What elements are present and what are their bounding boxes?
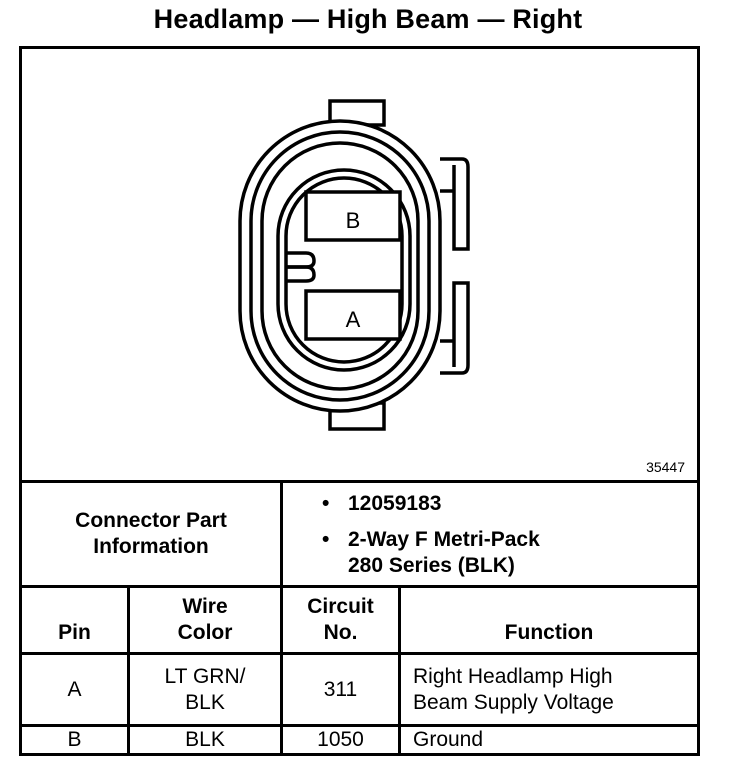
polarizing-key-lower	[286, 265, 316, 283]
divider-col-info	[280, 483, 283, 753]
row-a-wire-color: LT GRN/ BLK	[164, 664, 246, 714]
divider-header	[22, 652, 697, 655]
lock-bracket-upper	[440, 157, 470, 251]
divider-row-a	[22, 724, 697, 727]
reference-number: 35447	[646, 459, 685, 475]
header-function: Function	[504, 621, 594, 644]
row-b-function: Ground	[413, 728, 484, 751]
lock-bracket-lower	[440, 281, 470, 375]
connector-ring-3	[260, 141, 420, 391]
bullet-part-number: • 12059183	[322, 492, 442, 515]
connector-cavity-inner	[284, 176, 404, 364]
divider-info	[22, 585, 697, 588]
diagram-title: Headlamp — High Beam — Right	[153, 4, 583, 34]
connector-info-label: Connector Part Information	[75, 509, 227, 558]
row-b-pin: B	[67, 728, 82, 751]
header-circuit-no: Circuit No.	[307, 595, 374, 644]
bullet-connector-series: • 2-Way F Metri-Pack 280 Series (BLK)	[322, 528, 540, 577]
divider-drawing	[22, 480, 697, 483]
connector-cavity-outline	[276, 168, 412, 372]
row-a-circuit: 311	[323, 677, 358, 701]
header-pin: Pin	[58, 621, 91, 644]
header-wire-color: Wire Color	[177, 595, 233, 644]
row-b-wire-color: BLK	[185, 728, 225, 751]
cavity-b-label: B	[346, 208, 361, 233]
cavity-a-label: A	[346, 307, 361, 332]
connector-info-bullets: • 12059183 • 2-Way F Metri-Pack 280 Seri…	[322, 491, 540, 589]
row-b-circuit: 1050	[317, 728, 364, 751]
connector-ring-2	[249, 130, 431, 402]
connector-sheet-frame: B A 35447 Connector Part Information • 1…	[19, 46, 700, 756]
divider-col-pin	[127, 588, 130, 753]
connector-face-drawing: B A	[238, 99, 470, 431]
row-a-function: Right Headlamp High Beam Supply Voltage	[413, 664, 614, 714]
divider-col-circuit	[398, 588, 401, 753]
cavity-b	[304, 190, 402, 242]
cavity-a	[304, 289, 402, 341]
row-a-pin: A	[67, 677, 82, 701]
